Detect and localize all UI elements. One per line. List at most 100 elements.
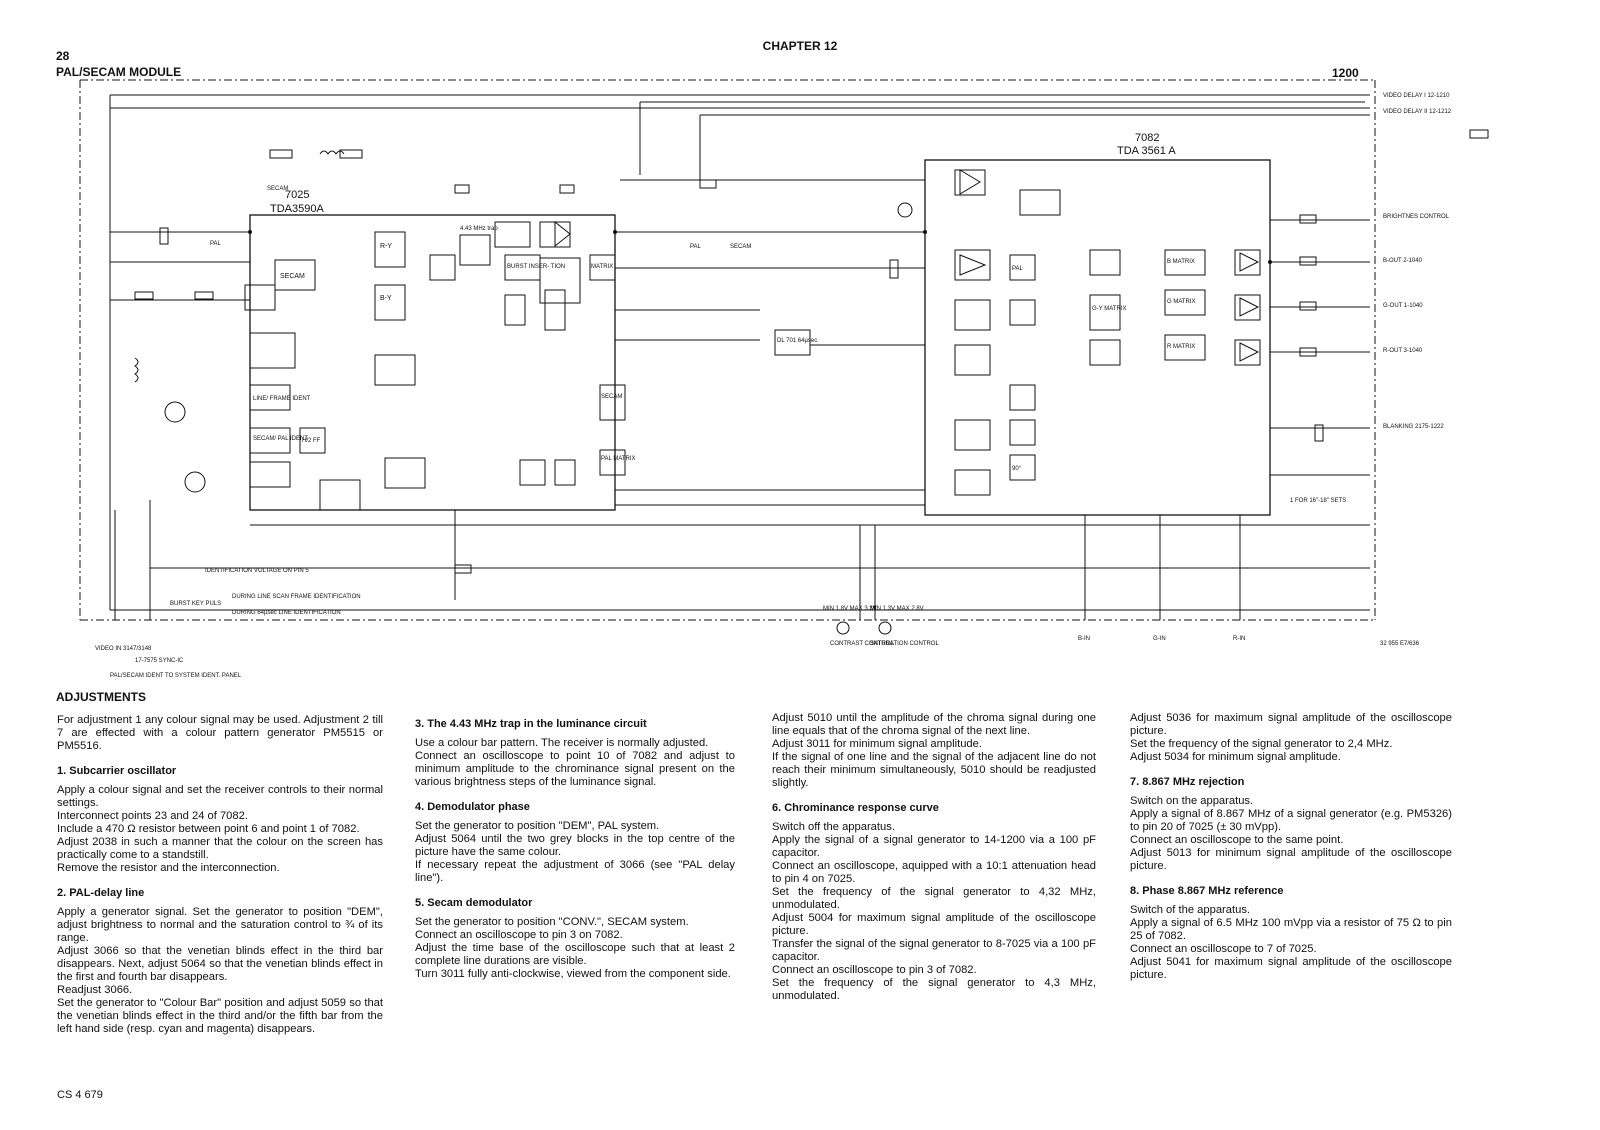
adjustment-paragraph: Adjust 3066 so that the venetian blinds … bbox=[57, 945, 383, 983]
adjustment-paragraph: Turn 3011 fully anti-clockwise, viewed f… bbox=[415, 968, 731, 980]
page-number: 28 bbox=[56, 49, 70, 63]
block-line-frame-ident: LINE/ FRAME IDENT bbox=[253, 396, 311, 402]
adjustment-paragraph: Connect an oscilloscope to pin 3 on 7082… bbox=[415, 929, 623, 941]
note-ident-voltage: IDENTIFICATION VOLTAGE ON PIN 5 bbox=[205, 568, 309, 574]
adjustment-paragraph: Adjust 5013 for minimum signal amplitude… bbox=[1130, 847, 1452, 872]
ic-7082-number: 7082 bbox=[1135, 132, 1159, 144]
output-g-out: G-OUT 1-1040 bbox=[1383, 303, 1423, 309]
adjustment-paragraph: If necessary repeat the adjustment of 30… bbox=[415, 859, 735, 884]
label-pal-2: PAL bbox=[690, 244, 702, 250]
model-number: 1200 bbox=[1332, 66, 1359, 80]
adjustment-paragraph: Set the frequency of the signal generato… bbox=[772, 886, 1096, 911]
block-r-y: R-Y bbox=[380, 243, 392, 250]
adjustment-paragraph: Apply a generator signal. Set the genera… bbox=[57, 906, 383, 944]
adjustment-paragraph: Adjust 5010 until the amplitude of the c… bbox=[772, 712, 1096, 737]
note-burst-key: BURST KEY PULS bbox=[170, 601, 221, 607]
adjustment-paragraph: Set the generator to "Colour Bar" positi… bbox=[57, 997, 383, 1035]
adjustment-paragraph: If the signal of one line and the signal… bbox=[772, 751, 1096, 789]
output-b-out: B-OUT 2-1040 bbox=[1383, 258, 1423, 264]
label-pal-1: PAL bbox=[210, 241, 222, 247]
adjustment-heading: 8. Phase 8.867 MHz reference bbox=[1130, 885, 1284, 897]
input-r-in: R-IN bbox=[1233, 636, 1245, 642]
adjustment-paragraph: Remove the resistor and the interconnect… bbox=[57, 862, 280, 874]
block-b-y: B-Y bbox=[380, 295, 392, 302]
block-r-matrix: R MATRIX bbox=[1167, 344, 1195, 350]
adjustment-heading: 1. Subcarrier oscillator bbox=[57, 765, 177, 777]
block-b-matrix: B MATRIX bbox=[1167, 259, 1195, 265]
adjustment-paragraph: Switch on the apparatus. bbox=[1130, 795, 1254, 807]
input-g-in: G-IN bbox=[1153, 636, 1166, 642]
block-secam-switch: SECAM bbox=[601, 394, 622, 400]
adjustment-paragraph: Adjust 3011 for minimum signal amplitude… bbox=[772, 738, 982, 750]
input-video-in: VIDEO IN 3147/3148 bbox=[95, 646, 152, 652]
adjustment-paragraph: Adjust 5041 for maximum signal amplitude… bbox=[1130, 956, 1452, 981]
adjustment-paragraph: Adjust 5036 for maximum signal amplitude… bbox=[1130, 712, 1452, 737]
output-video-delay-1: VIDEO DELAY I 12-1210 bbox=[1383, 93, 1450, 99]
adjustment-paragraph: Connect an oscilloscope to pin 3 of 7082… bbox=[772, 964, 977, 976]
drawing-number: 32 955 E7/636 bbox=[1380, 641, 1420, 647]
adjustment-heading: 3. The 4.43 MHz trap in the luminance ci… bbox=[415, 718, 647, 730]
note-64us: DURING 64µsec LINE IDENTIFICATION bbox=[232, 610, 341, 616]
adjustment-heading: 5. Secam demodulator bbox=[415, 897, 533, 909]
adjustment-paragraph: Switch off the apparatus. bbox=[772, 821, 895, 833]
block-g-matrix: G MATRIX bbox=[1167, 299, 1196, 305]
adjustment-heading: 4. Demodulator phase bbox=[415, 801, 530, 813]
block-90deg: 90° bbox=[1012, 466, 1022, 472]
block-burst-insertion: BURST INSER- TION bbox=[507, 264, 565, 270]
adjustment-paragraph: Connect an oscilloscope to the same poin… bbox=[1130, 834, 1344, 846]
adjustment-paragraph: Include a 470 Ω resistor between point 6… bbox=[57, 823, 360, 835]
adjustment-heading: 6. Chrominance response curve bbox=[772, 802, 939, 814]
input-saturation-control: SATURATION CONTROL bbox=[870, 641, 939, 647]
adjustment-paragraph: Interconnect points 23 and 24 of 7082. bbox=[57, 810, 248, 822]
adjustment-paragraph: Apply the signal of a signal generator t… bbox=[772, 834, 1096, 859]
adjustment-paragraph: Apply a signal of 6.5 MHz 100 mVpp via a… bbox=[1130, 917, 1452, 942]
adjustment-paragraph: Readjust 3066. bbox=[57, 984, 133, 996]
block-pal: PAL bbox=[1012, 266, 1024, 272]
text-column-3: Adjust 5010 until the amplitude of the c… bbox=[772, 712, 1096, 1003]
block-matrix: MATRIX bbox=[591, 264, 613, 270]
module-title: PAL/SECAM MODULE bbox=[56, 65, 182, 79]
ic-7025-number: 7025 bbox=[285, 189, 309, 201]
ic-7082-type: TDA 3561 A bbox=[1117, 145, 1176, 157]
adjustment-paragraph: Adjust 5034 for minimum signal amplitude… bbox=[1130, 751, 1341, 763]
ic-7025-type: TDA3590A bbox=[270, 203, 324, 215]
adjustment-paragraph: Connect an oscilloscope to point 10 of 7… bbox=[415, 750, 735, 788]
adjustment-paragraph: Set the frequency of the signal generato… bbox=[772, 977, 1096, 1002]
input-b-in: B-IN bbox=[1078, 636, 1090, 642]
adjustment-heading: 2. PAL-delay line bbox=[57, 887, 145, 899]
note-sets: 1 FOR 16"-18" SETS bbox=[1290, 498, 1346, 504]
adjustment-paragraph: Use a colour bar pattern. The receiver i… bbox=[415, 737, 709, 749]
chapter-title: CHAPTER 12 bbox=[762, 39, 838, 53]
label-trap: 4.43 MHz trap bbox=[460, 226, 498, 232]
adjustment-paragraph: Transfer the signal of the signal genera… bbox=[772, 938, 1096, 963]
adjustment-paragraph: Adjust 5004 for maximum signal amplitude… bbox=[772, 912, 1096, 937]
adjustment-paragraph: Connect an oscilloscope to 7 of 7025. bbox=[1130, 943, 1317, 955]
block-h2-ff: H/2 FF bbox=[302, 438, 321, 444]
adjustment-paragraph: Set the frequency of the signal generato… bbox=[1130, 738, 1393, 750]
block-secam: SECAM bbox=[280, 273, 305, 280]
text-column-2: 3. The 4.43 MHz trap in the luminance ci… bbox=[415, 718, 735, 981]
text-column-4: Adjust 5036 for maximum signal amplitude… bbox=[1130, 712, 1452, 982]
output-brightness-control: BRIGHTNES CONTROL bbox=[1383, 214, 1450, 220]
adjustment-paragraph: For adjustment 1 any colour signal may b… bbox=[57, 714, 383, 752]
adjustment-paragraph: Adjust 5064 until the two grey blocks in… bbox=[415, 833, 735, 858]
adjustments-heading: ADJUSTMENTS bbox=[56, 690, 147, 704]
page-header-left: 28 PAL/SECAM MODULE bbox=[56, 48, 181, 80]
input-pal-secam-ident: PAL/SECAM IDENT TO SYSTEM IDENT. PANEL bbox=[110, 673, 242, 679]
input-sync-ic: 17-7575 SYNC-IC bbox=[135, 658, 184, 664]
output-r-out: R-OUT 3-1040 bbox=[1383, 348, 1423, 354]
adjustment-paragraph: Connect an oscilloscope, aquipped with a… bbox=[772, 860, 1096, 885]
adjustment-paragraph: Apply a colour signal and set the receiv… bbox=[57, 784, 383, 809]
document-code: CS 4 679 bbox=[57, 1089, 103, 1101]
label-saturation-range: MIN 1.3V MAX 2.8V bbox=[870, 606, 924, 612]
label-secam-2: SECAM bbox=[730, 244, 751, 250]
adjustment-heading: 7. 8.867 MHz rejection bbox=[1130, 776, 1245, 788]
block-delay-line: DL 701 64µsec bbox=[777, 338, 817, 344]
block-pal-matrix: PAL MATRIX bbox=[601, 456, 636, 462]
circuit-schematic: 7025 TDA3590A 7082 TDA 3561 A SECAM R-Y … bbox=[79, 79, 1489, 679]
block-g-y-matrix: G-Y MATRIX bbox=[1092, 306, 1126, 312]
adjustment-paragraph: Switch of the apparatus. bbox=[1130, 904, 1251, 916]
adjustment-paragraph: Set the generator to position "CONV.", S… bbox=[415, 916, 689, 928]
input-contrast-control: CONTRAST CONTROL bbox=[830, 641, 895, 647]
output-blanking: BLANKING 2175-1222 bbox=[1383, 424, 1444, 430]
